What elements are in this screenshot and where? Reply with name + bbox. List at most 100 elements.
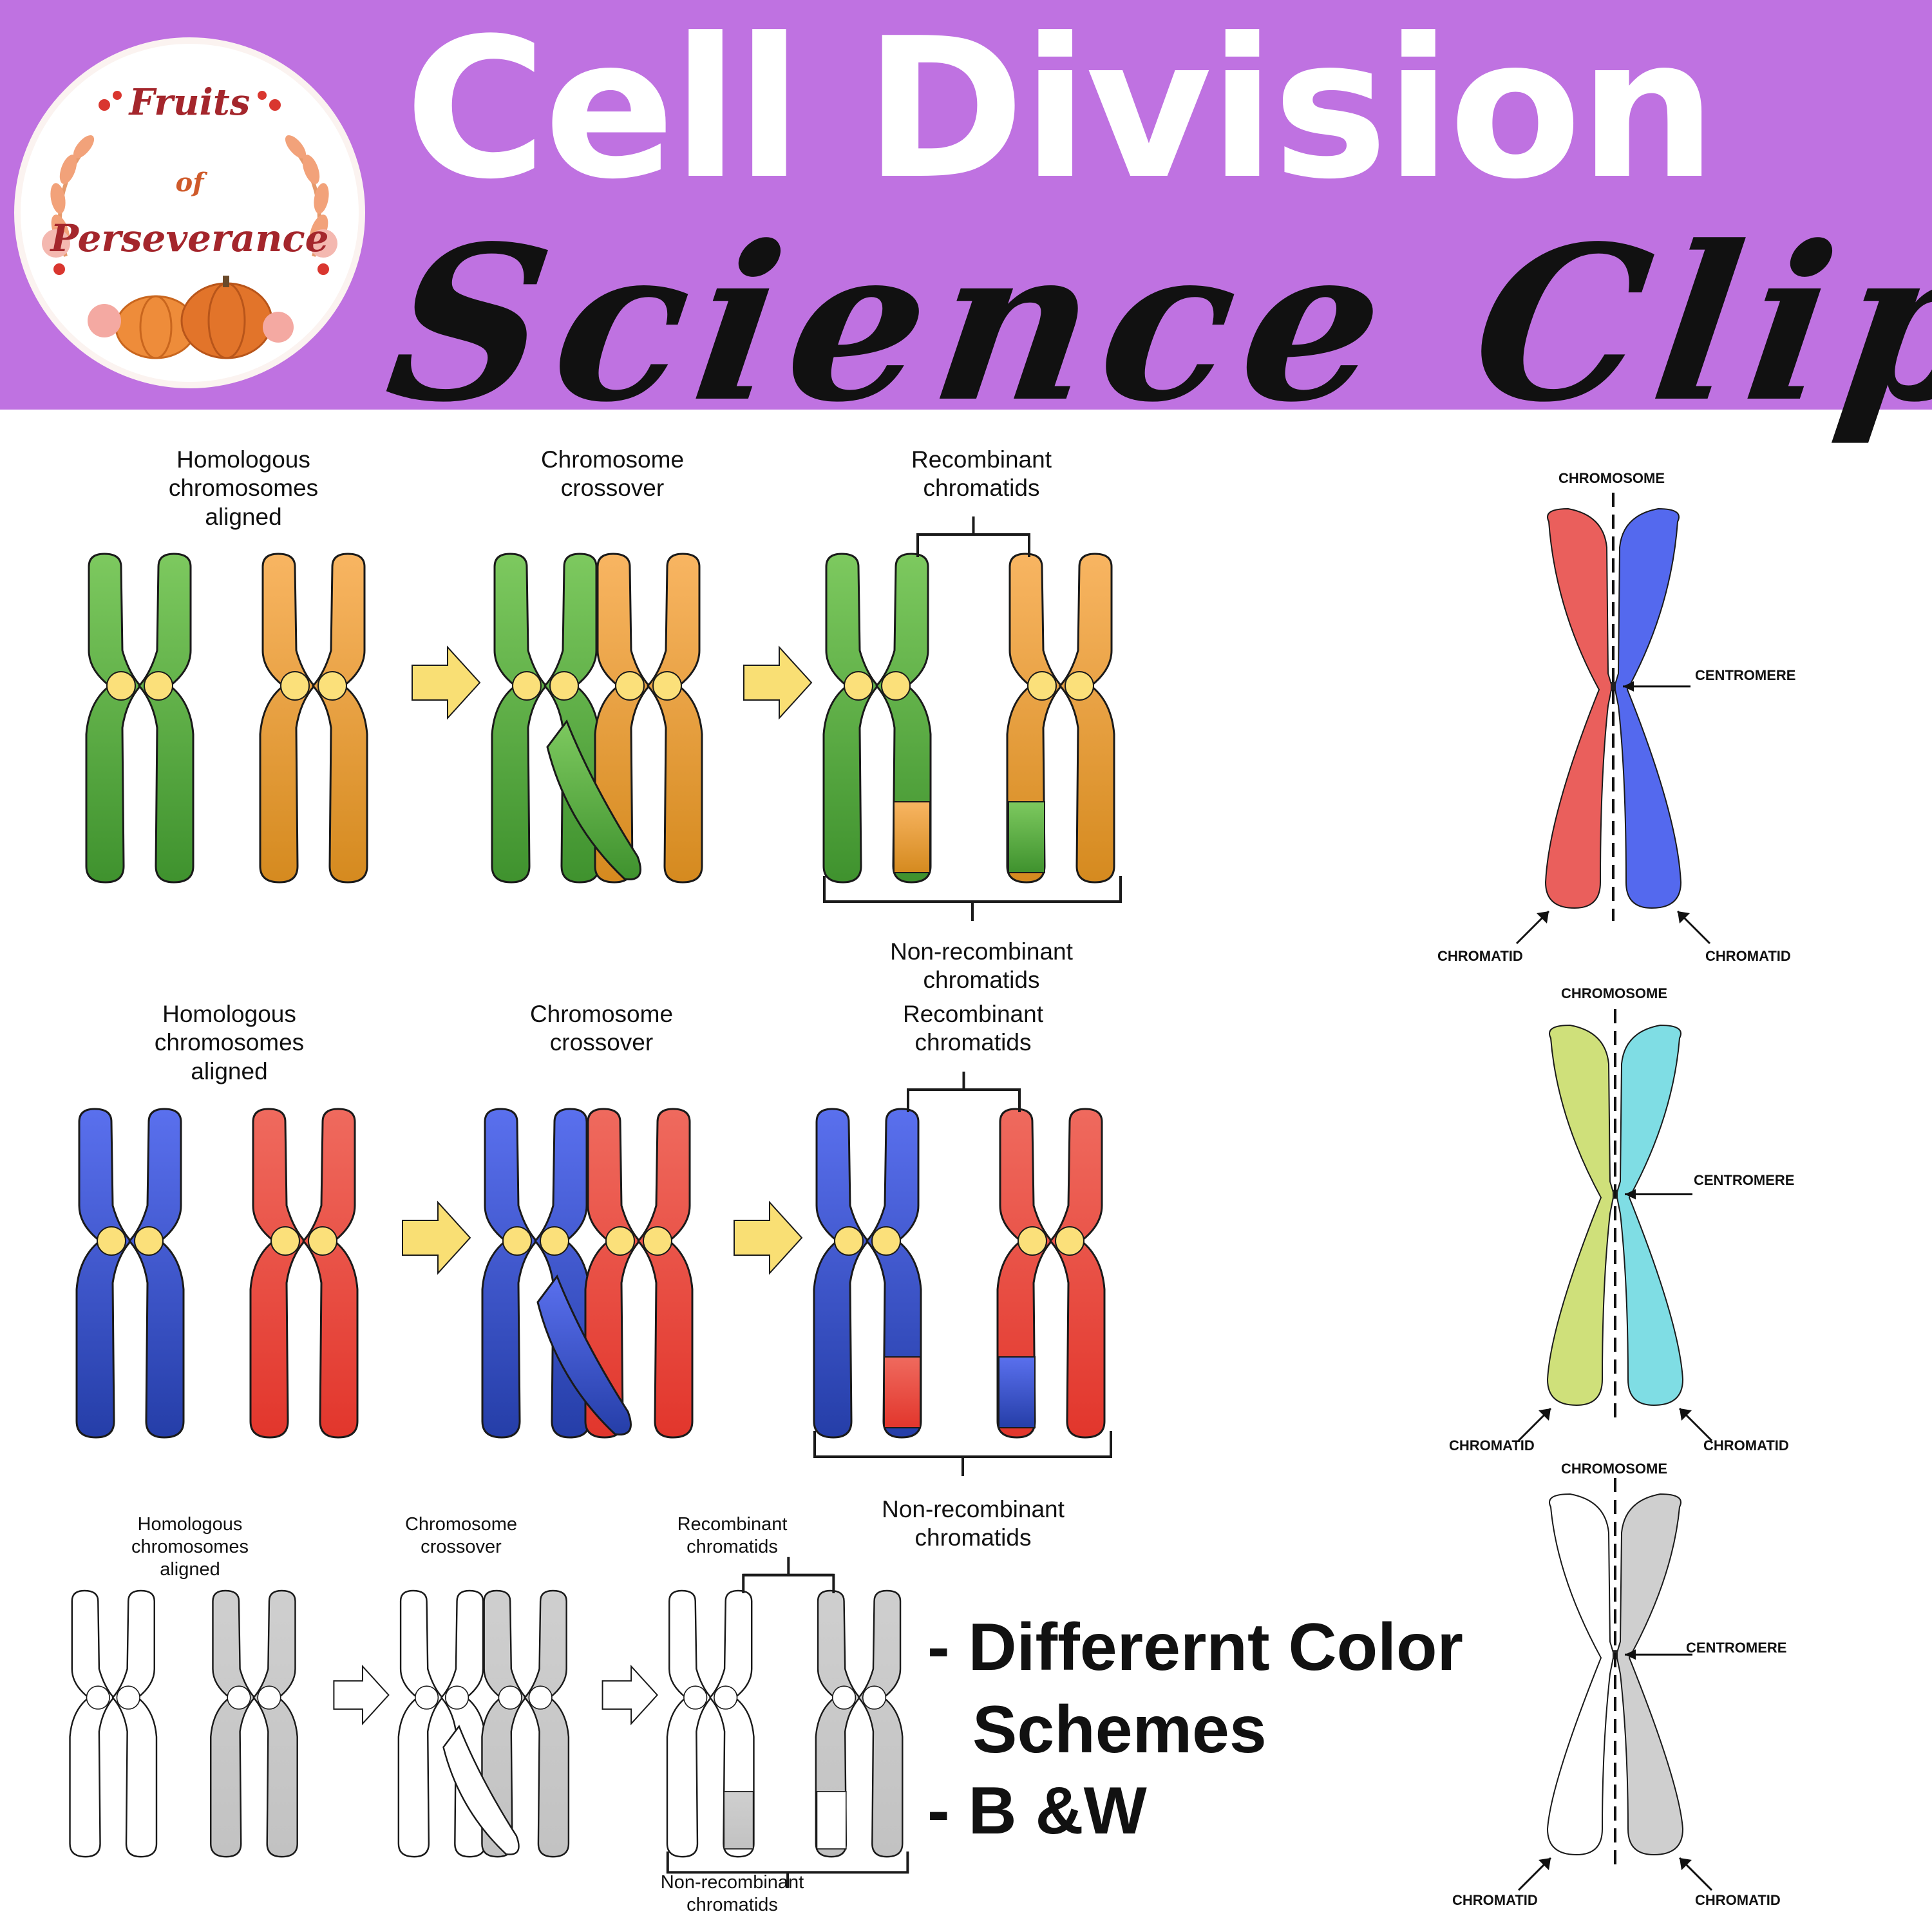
row2-bracket-top-arms [907,1088,1021,1112]
chromatid-right [128,1108,185,1439]
row3-recombinant-band-a [723,1791,754,1850]
chromatid-left [822,553,879,884]
chromatid-left [813,1108,869,1439]
row1-aligned-chromosome-a [85,553,194,884]
centromere-right [1055,1226,1084,1256]
centromere-right [257,1685,281,1710]
diagram3-chromosome-label: CHROMOSOME [1561,1461,1667,1477]
chromatid-left [481,1108,538,1439]
pumpkin-icon [88,276,294,359]
row1-crossover-limb [546,719,641,881]
diagram1-chromatid-left-label: CHROMATID [1437,948,1523,964]
diagram1-centromere-mark [1611,681,1616,691]
diagram2-chromatid-left-arrowhead [1539,1408,1551,1421]
centromere-right [643,1226,672,1256]
row1-arrow-2 [743,645,813,720]
page-title: Cell Division [404,0,1716,222]
chromatid-left [666,1589,712,1858]
chromatid-right [637,1108,694,1439]
centromere-right [540,1226,569,1256]
label-recombinant-row2: Recombinant chromatids [902,1001,1043,1056]
diagram2-chromatid-right-label: CHROMATID [1703,1437,1789,1454]
centromere-left [1018,1226,1047,1256]
label-crossover-row1: Chromosome crossover [540,446,685,502]
row3-recombinant-band-b [816,1791,847,1850]
label-aligned-row1: Homologous chromosomes aligned [168,446,319,530]
row2-recombinant-band-a [884,1356,921,1428]
diagram1-chromatid-right-label: CHROMATID [1705,948,1791,964]
centromere-left [683,1685,708,1710]
diagram2-chromatid-right-arrowhead [1680,1408,1692,1421]
chromatid-right [866,1108,922,1439]
chromatid-left [85,553,142,884]
chromatid-right [524,1589,570,1858]
diagram2-chromatid-left-label: CHROMATID [1449,1437,1535,1454]
row2-bracket-bottom [813,1431,1112,1476]
diagram3-centromere-label: CENTROMERE [1686,1640,1787,1656]
logo-line-3: Perseverance [50,216,329,260]
row3-aligned-chromosome-a [69,1589,158,1858]
row2-aligned-chromosome-a [75,1108,185,1439]
centromere-left [844,671,873,701]
chromatid-left [249,1108,306,1439]
centromere-right [444,1685,469,1710]
diagram3-chromatid-right-arrowhead [1680,1858,1692,1870]
chromatid-left [259,553,316,884]
row2-arrow-2 [734,1200,803,1275]
diagram2-chromatid-left-shape [1546,1024,1615,1406]
diagram3-chromatid-left-shape [1546,1493,1615,1856]
centromere-right [317,671,347,701]
centromere-right [308,1226,337,1256]
diagram3-chromatid-right-label: CHROMATID [1695,1892,1781,1908]
row1-bracket-bottom [823,876,1122,921]
label-nonrecombinant-row3: Non-recombinant chromatids [660,1872,804,1915]
diagram2-chromosome [1517,1009,1713,1442]
chromatid-right [252,1589,298,1858]
centromere-left [502,1226,532,1256]
row3-recombinant-chromosome-a [666,1589,755,1858]
chromatid-right [312,553,368,884]
centromere-left [414,1685,439,1710]
diagram1-chromosome [1515,493,1711,945]
row3-bracket-top [743,1557,834,1577]
centromere-right [652,671,682,701]
logo-line-1: Fruits [129,81,251,124]
label-aligned-row2: Homologous chromosomes aligned [154,1001,305,1084]
feature-color-schemes: - Differernt Color [927,1610,1463,1685]
diagram3-chromatid-right-shape [1615,1493,1684,1856]
centromere-left [831,1685,857,1710]
row2-aligned-chromosome-b [249,1108,359,1439]
label-aligned-row3: Homologous chromosomes aligned [131,1514,249,1580]
chromatid-right [1059,553,1115,884]
chromatid-left [75,1108,132,1439]
row3-crossover-chromosome-b [481,1589,570,1858]
centromere-right [528,1685,553,1710]
chromatid-right [875,553,932,884]
diagram3-chromatid-left-arrowhead [1539,1858,1551,1870]
centromere-left [227,1685,251,1710]
chromatid-right [111,1589,158,1858]
row1-recombinant-chromosome-a [822,553,932,884]
centromere-left [270,1226,300,1256]
row3-arrow-2 [601,1664,658,1726]
centromere-left [834,1226,864,1256]
row3-bracket-top-arms [742,1573,835,1594]
chromatid-right [858,1589,904,1858]
label-recombinant-row3: Recombinant chromatids [677,1514,788,1557]
chromatid-right [302,1108,359,1439]
chromatid-right [647,553,703,884]
row1-aligned-chromosome-b [259,553,368,884]
row3-arrow-1 [333,1664,390,1726]
centromere-left [615,671,645,701]
row3-recombinant-chromosome-b [815,1589,904,1858]
chromatid-left [210,1589,256,1858]
logo-line-2: of [175,167,204,198]
centromere-left [498,1685,522,1710]
diagram1-chromatid-left-arrowhead [1537,911,1549,923]
chromatid-right [1049,1108,1106,1439]
brand-logo: Fruits of Perseverance [14,37,365,388]
diagram3-chromosome [1517,1478,1713,1891]
row2-crossover-chromosome-b [584,1108,694,1439]
diagram1-chromatid-right-shape [1613,507,1682,909]
chromatid-left [69,1589,115,1858]
